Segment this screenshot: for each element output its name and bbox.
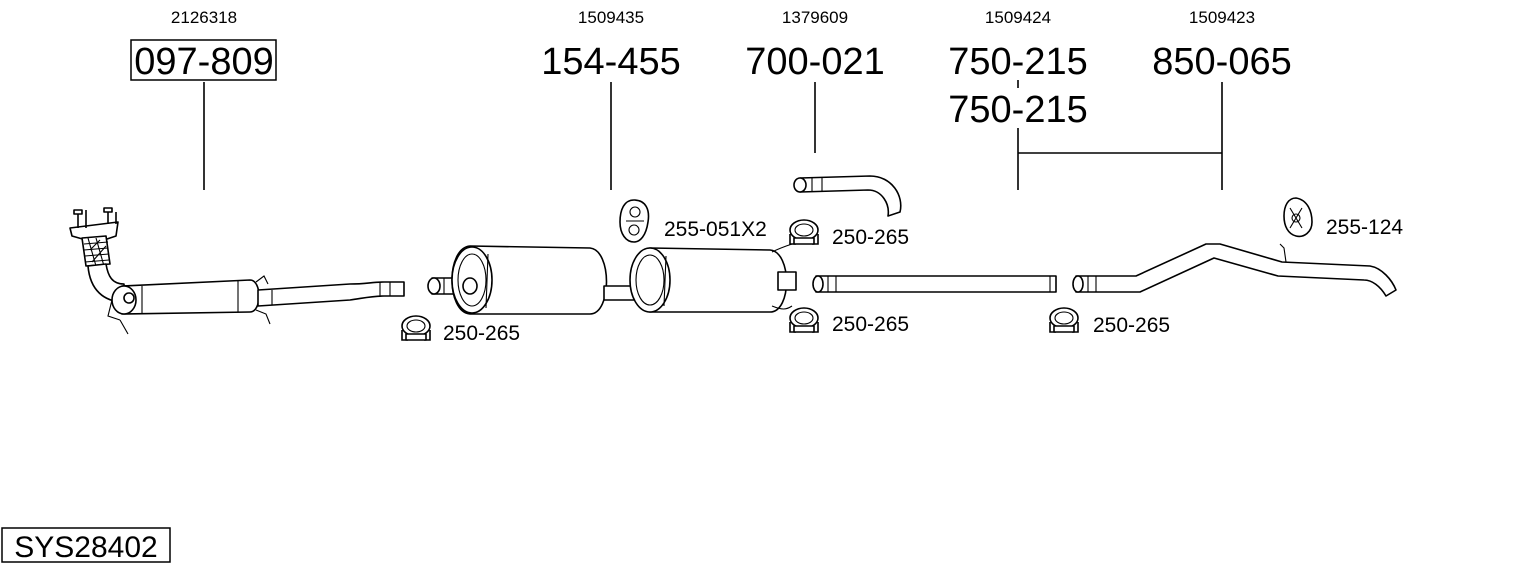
clamp-label: 250-265 <box>832 226 909 249</box>
pipe-clamp[interactable] <box>789 219 819 245</box>
part-code-label[interactable]: 700-021 <box>745 41 884 83</box>
part-code-label[interactable]: 154-455 <box>541 41 680 83</box>
part-ref-label: 1509435 <box>578 8 644 27</box>
clamp-label: 250-265 <box>443 322 520 345</box>
highlight-box <box>130 39 277 81</box>
pipe-clamp[interactable] <box>1049 307 1079 333</box>
bend-pipe[interactable] <box>793 175 902 217</box>
part-ref-label: 1509424 <box>985 8 1051 27</box>
pipe-clamp[interactable] <box>401 315 431 341</box>
rubber-hanger[interactable] <box>1283 197 1313 238</box>
system-code-box <box>1 527 171 563</box>
part-code-label[interactable]: 750-215 <box>948 41 1087 83</box>
part-ref-label: 1379609 <box>782 8 848 27</box>
rear-tail-pipe[interactable] <box>1072 243 1397 297</box>
intermediate-pipe[interactable] <box>812 275 1057 293</box>
pipe-clamp[interactable] <box>789 307 819 333</box>
hanger-label: 255-051X2 <box>664 218 767 241</box>
clamp-label: 250-265 <box>832 313 909 336</box>
part-ref-label: 1509423 <box>1189 8 1255 27</box>
rubber-hanger[interactable] <box>619 199 650 243</box>
part-code-label[interactable]: 850-065 <box>1152 41 1291 83</box>
system-code: SYS28402 <box>14 531 157 564</box>
part-ref-label: 2126318 <box>171 8 237 27</box>
middle-silencer-assembly[interactable] <box>427 243 797 315</box>
part-code-label[interactable]: 750-215 <box>948 89 1087 131</box>
part-code-label[interactable]: 097-809 <box>134 41 273 83</box>
hanger-label: 255-124 <box>1326 216 1403 239</box>
clamp-label: 250-265 <box>1093 314 1170 337</box>
front-pipe-catalyst[interactable] <box>69 207 405 335</box>
leader-lines <box>203 80 1223 190</box>
